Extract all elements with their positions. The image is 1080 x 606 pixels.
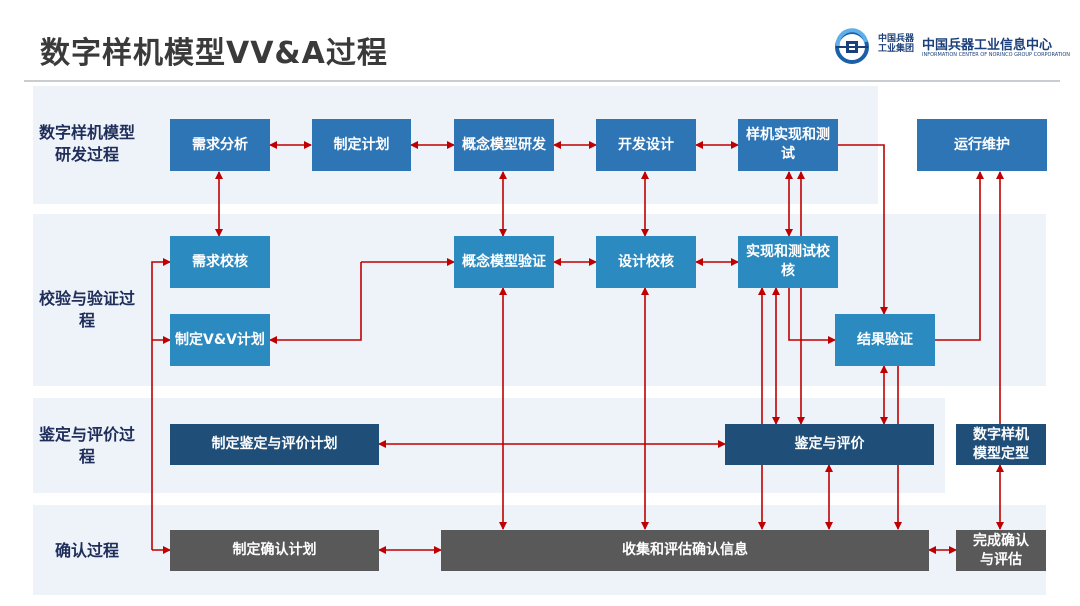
box-concept-dev: 概念模型研发 <box>454 119 554 171</box>
logo-english-name: INFORMATION CENTER OF NORINCO GROUP CORP… <box>922 52 1070 58</box>
norinco-emblem-icon <box>835 28 869 64</box>
logo-group-name: 中国兵器工业集团 <box>878 34 915 54</box>
row-label-confirm: 确认过程 <box>54 541 119 560</box>
box-result-verify: 结果验证 <box>835 314 935 366</box>
box-design-check: 设计校核 <box>596 236 696 288</box>
box-finalize: 数字样机模型定型 <box>956 424 1046 465</box>
box-ops: 运行维护 <box>917 119 1047 171</box>
box-collect: 收集和评估确认信息 <box>441 530 929 571</box>
row-label-dev: 数字样机模型研发过程 <box>38 123 135 164</box>
logo-org-name: 中国兵器工业信息中心 <box>922 38 1053 53</box>
box-req-check: 需求校核 <box>170 236 270 288</box>
title-divider <box>24 80 1060 82</box>
box-confirm-plan: 制定确认计划 <box>170 530 379 571</box>
box-accred-plan: 制定鉴定与评价计划 <box>170 424 379 465</box>
box-prototype: 样机实现和测试 <box>738 119 838 171</box>
box-req-analysis: 需求分析 <box>170 119 270 171</box>
box-concept-verify: 概念模型验证 <box>454 236 554 288</box>
box-complete: 完成确认与评估 <box>956 530 1046 571</box>
box-plan: 制定计划 <box>312 119 411 171</box>
box-accred: 鉴定与评价 <box>725 424 934 465</box>
row-label-accred: 鉴定与评价过程 <box>38 425 135 466</box>
box-design: 开发设计 <box>596 119 696 171</box>
box-impl-check: 实现和测试校核 <box>738 236 838 288</box>
box-vv-plan: 制定V&V计划 <box>170 314 270 366</box>
page-title: 数字样机模型VV&A过程 <box>40 36 388 71</box>
row-label-vv: 校验与验证过程 <box>38 289 135 330</box>
